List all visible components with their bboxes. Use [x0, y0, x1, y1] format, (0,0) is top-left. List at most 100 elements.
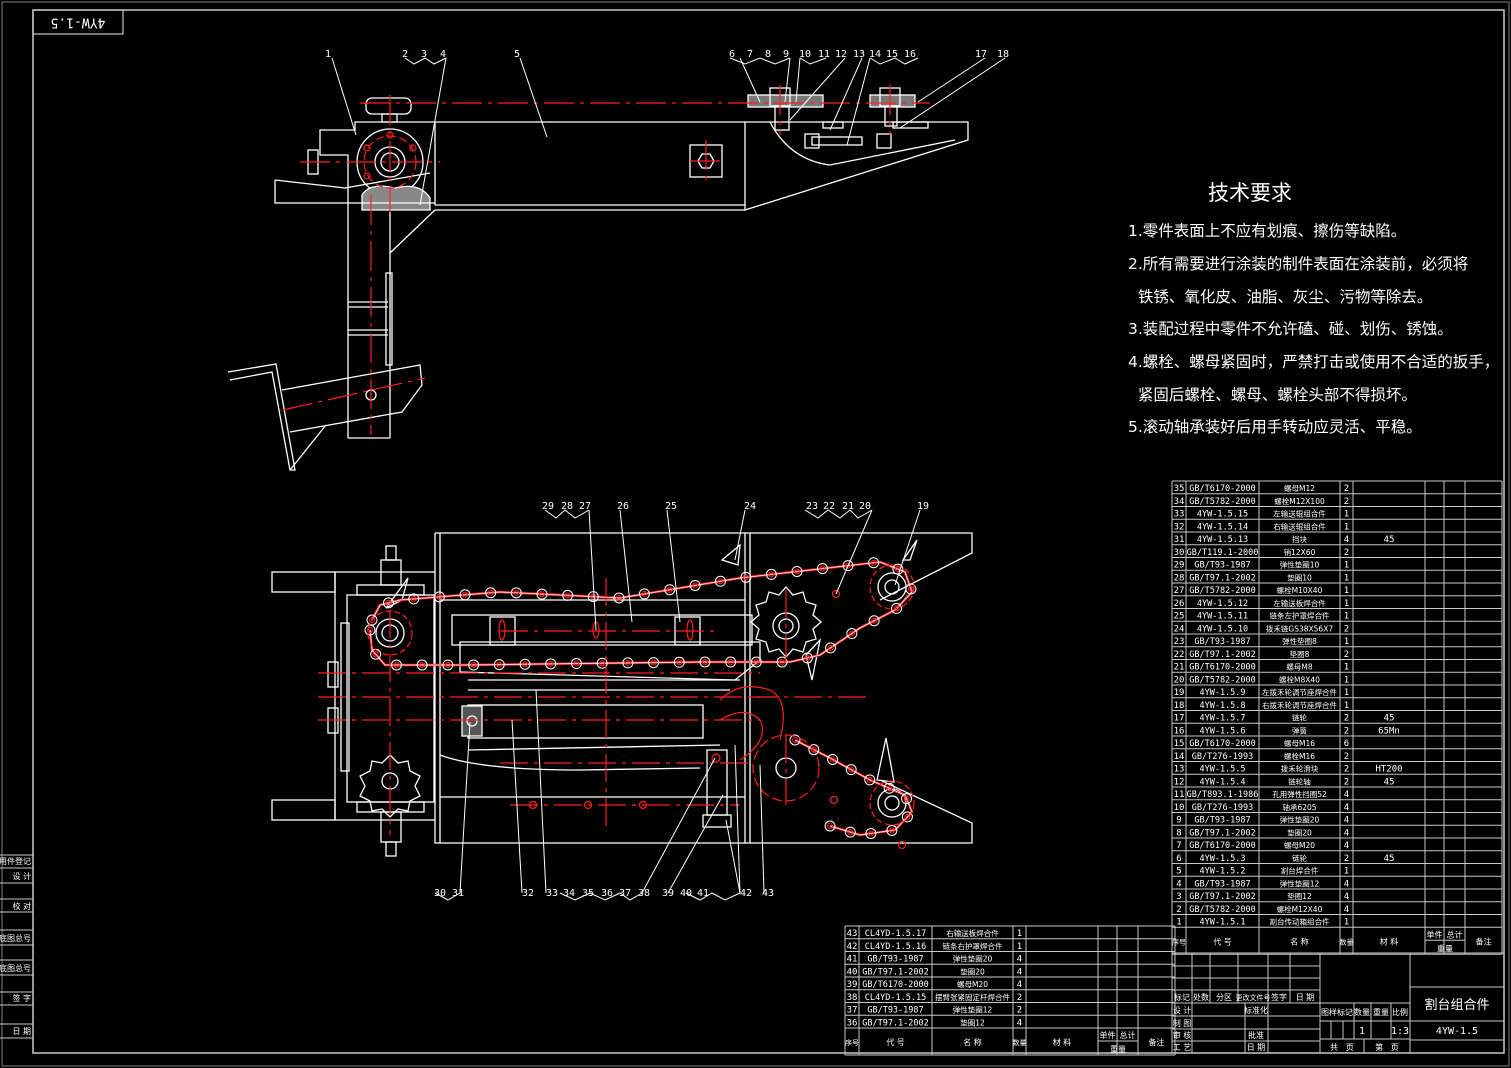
balloon-label: 33 — [546, 888, 558, 899]
balloon-label: 8 — [765, 49, 771, 60]
bom-cell-qty: 2 — [1344, 650, 1349, 660]
bom-cell-qty: 2 — [1344, 714, 1349, 724]
chain-link — [468, 659, 480, 671]
bom-header-code: 代 号 — [1213, 936, 1232, 946]
bom-cell-qty: 1 — [1344, 663, 1349, 673]
chain-link — [886, 824, 898, 836]
bom-cell-no: 27 — [1174, 586, 1185, 596]
bom-header-weight: 重量 — [1110, 1044, 1126, 1054]
rotated-code-stamp: 4YW-1.5 — [32, 9, 124, 35]
bom-cell-no: 42 — [847, 942, 858, 952]
bom-cell-code: GB/T6170-2000 — [862, 980, 929, 990]
balloon-label: 22 — [823, 501, 835, 512]
chain-link — [689, 579, 701, 591]
bom-cell-code: GB/T93-1987 — [1194, 816, 1250, 826]
chain-link — [845, 764, 857, 776]
chain-link — [750, 656, 762, 668]
balloon-label: 35 — [582, 888, 594, 899]
bom-cell-code: GB/T5782-2000 — [1189, 675, 1256, 685]
balloon-label: 11 — [818, 49, 830, 60]
balloon-label: 10 — [799, 49, 811, 60]
scale-value: 1:3 — [1391, 1026, 1409, 1037]
bom-cell-no: 1 — [1176, 918, 1181, 928]
bom-cell-name: 拨禾轮滑块 — [1281, 764, 1319, 774]
bom-cell-qty: 4 — [1344, 790, 1349, 800]
strip-label: 底图总号 — [0, 963, 31, 973]
bom-cell-qty: 4 — [1344, 892, 1349, 902]
chain-link — [905, 583, 917, 595]
stage-header: 数量 — [1354, 1007, 1370, 1017]
chain-link — [791, 565, 803, 577]
bom-cell-qty: 2 — [1344, 624, 1349, 634]
bom-cell-code: CL4YD-1.5.15 — [865, 993, 926, 1003]
chain-link — [664, 584, 676, 596]
bom-cell-no: 6 — [1176, 854, 1181, 864]
chain-link — [816, 563, 828, 575]
tech-req-title: 技术要求 — [1208, 181, 1292, 205]
bom-cell-qty: 2 — [1344, 765, 1349, 775]
balloon-label: 3 — [421, 49, 427, 60]
chain-pin — [462, 591, 469, 598]
chain-link — [825, 642, 837, 654]
bottom-view-leaders — [434, 509, 921, 901]
balloon-label: 23 — [806, 501, 818, 512]
bom-cell-material: 45 — [1384, 535, 1395, 545]
bom-cell-name: 弹性垫圈12 — [953, 1005, 993, 1015]
bom-cell-code: CL4YD-1.5.17 — [865, 929, 926, 939]
bom-cell-code: 4YW-1.5.14 — [1197, 522, 1248, 532]
bom-cell-no: 36 — [847, 1018, 858, 1028]
chain-link — [638, 588, 650, 600]
chain-pin — [792, 737, 798, 743]
bom-cell-name: 链条左护罩焊合件 — [1270, 611, 1330, 621]
bom-cell-no: 15 — [1174, 739, 1185, 749]
chain-link — [901, 793, 913, 805]
bom-cell-code: GB/T6170-2000 — [1189, 841, 1256, 851]
bom-cell-no: 23 — [1174, 637, 1185, 647]
balloon-label: 42 — [740, 888, 752, 899]
bom-cell-code: 4YW-1.5.1 — [1199, 918, 1245, 928]
chain-pin — [888, 827, 895, 834]
bom-header: 序号代 号名 称数量材 料单件总计重量备注 — [845, 1030, 1165, 1054]
chain-link — [801, 652, 813, 664]
bom-cell-qty: 4 — [1017, 1018, 1022, 1028]
bom-cell-name: 螺栓M12X100 — [1274, 496, 1325, 506]
bom-cell-code: 4YW-1.5.15 — [1197, 510, 1248, 520]
rev-header: 签字 — [1271, 992, 1287, 1002]
chain-pin — [886, 785, 893, 792]
chain-link — [485, 587, 497, 599]
bom-cell-qty: 1 — [1344, 637, 1349, 647]
chain-link — [622, 657, 634, 669]
bom-cell-code: 4YW-1.5.12 — [1197, 599, 1248, 609]
bom-cell-qty: 4 — [1344, 535, 1349, 545]
strip-label: 校 对 — [12, 901, 31, 911]
balloon-label: 18 — [997, 49, 1009, 60]
chain-link — [844, 826, 856, 838]
bom-cell-material: 45 — [1384, 854, 1395, 864]
bom-cell-no: 39 — [847, 980, 858, 990]
left-binding-strip — [0, 854, 33, 1039]
bom-header-unit-weight: 单件 — [1427, 929, 1443, 939]
chain-link — [846, 628, 858, 640]
strip-label: 设 计 — [12, 871, 31, 881]
bom-cell-name: 垫圈20 — [1287, 827, 1312, 837]
rev-header: 标记 — [1174, 992, 1190, 1002]
balloon-label: 28 — [561, 501, 573, 512]
hatched-housing — [361, 185, 431, 211]
balloon-label: 20 — [859, 501, 871, 512]
chain-link — [382, 597, 394, 609]
tech-req-line: 1.零件表面上不应有划痕、擦伤等缺陷。 — [1128, 221, 1406, 240]
bom-cell-code: 4YW-1.5.2 — [1199, 867, 1245, 877]
bom-cell-name: 左拨禾轮调节座焊合件 — [1262, 687, 1337, 697]
balloon-label: 12 — [835, 49, 847, 60]
chain-link — [493, 659, 505, 671]
chain-pin — [829, 756, 836, 763]
